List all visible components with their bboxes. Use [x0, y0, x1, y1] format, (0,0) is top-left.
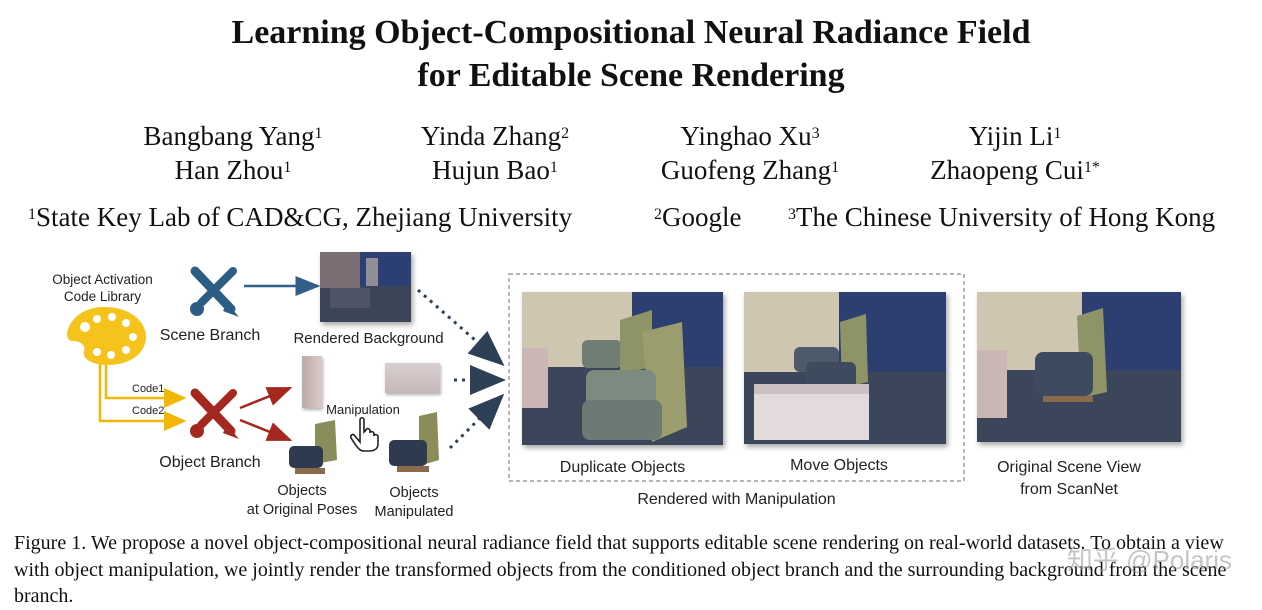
- author-2: Yinda Zhang2: [420, 121, 570, 151]
- rendered-with-manipulation-box: [508, 273, 965, 482]
- objects-manipulated-label: Objects Manipulated: [374, 485, 454, 520]
- chair-thumbnail-manipulated: [389, 412, 439, 472]
- author-5: Han Zhou1: [174, 155, 292, 185]
- move-objects-label: Move Objects: [790, 457, 888, 474]
- watermark: 知乎 @Polaris: [1066, 545, 1232, 575]
- duplicate-objects-image: [522, 292, 723, 445]
- rendered-background-image: [320, 252, 411, 322]
- move-objects-image: [744, 292, 946, 444]
- author-4: Yijin Li1: [968, 121, 1062, 151]
- objects-original-label: Objects at Original Poses: [246, 483, 358, 518]
- rendered-background-label: Rendered Background: [293, 330, 444, 347]
- code2-line: [98, 360, 187, 431]
- scene-branch-label: Scene Branch: [159, 327, 261, 344]
- author-7: Guofeng Zhang1: [660, 155, 840, 185]
- object-arrow-down: [239, 418, 293, 442]
- object-branch-label: Object Branch: [159, 454, 261, 471]
- manipulation-label: Manipulation: [326, 402, 400, 417]
- code1-line: [104, 360, 187, 408]
- palette-icon: [67, 307, 146, 365]
- affiliation-1: 1State Key Lab of CAD&CG, Zhejiang Unive…: [28, 202, 573, 232]
- rendered-with-manipulation-label: Rendered with Manipulation: [637, 491, 836, 508]
- ottoman-thumbnail-original: [302, 356, 322, 408]
- code-library-label: Object Activation Code Library: [52, 272, 153, 304]
- author-3: Yinghao Xu3: [680, 121, 820, 151]
- object-arrow-up: [239, 386, 293, 410]
- paper-title-line-2: for Editable Scene Rendering: [417, 57, 845, 94]
- paper-title-line-1: Learning Object-Compositional Neural Rad…: [231, 14, 1031, 51]
- original-scene-view-label: Original Scene View from ScanNet: [997, 459, 1141, 498]
- hand-pointer-icon: [350, 416, 379, 452]
- author-6: Hujun Bao1: [432, 155, 558, 185]
- code1-label: Code1: [132, 383, 165, 395]
- ottoman-thumbnail-moved: [385, 363, 440, 393]
- code2-label: Code2: [132, 405, 165, 417]
- figure-caption: Figure 1. We propose a novel object-comp…: [14, 532, 1227, 607]
- author-8: Zhaopeng Cui1*: [930, 155, 1100, 185]
- scene-brush-pen-icon: [190, 266, 239, 317]
- objects-to-render-arrow: [448, 393, 505, 450]
- object-brush-pen-icon: [190, 388, 239, 439]
- background-to-render-arrow: [417, 288, 505, 366]
- duplicate-objects-label: Duplicate Objects: [559, 459, 686, 476]
- author-1: Bangbang Yang1: [143, 121, 323, 151]
- affiliation-2: 2Google: [654, 202, 742, 232]
- affiliation-3: 3The Chinese University of Hong Kong: [788, 202, 1216, 232]
- chair-thumbnail-original: [289, 420, 337, 474]
- original-scene-view-image: [977, 292, 1181, 442]
